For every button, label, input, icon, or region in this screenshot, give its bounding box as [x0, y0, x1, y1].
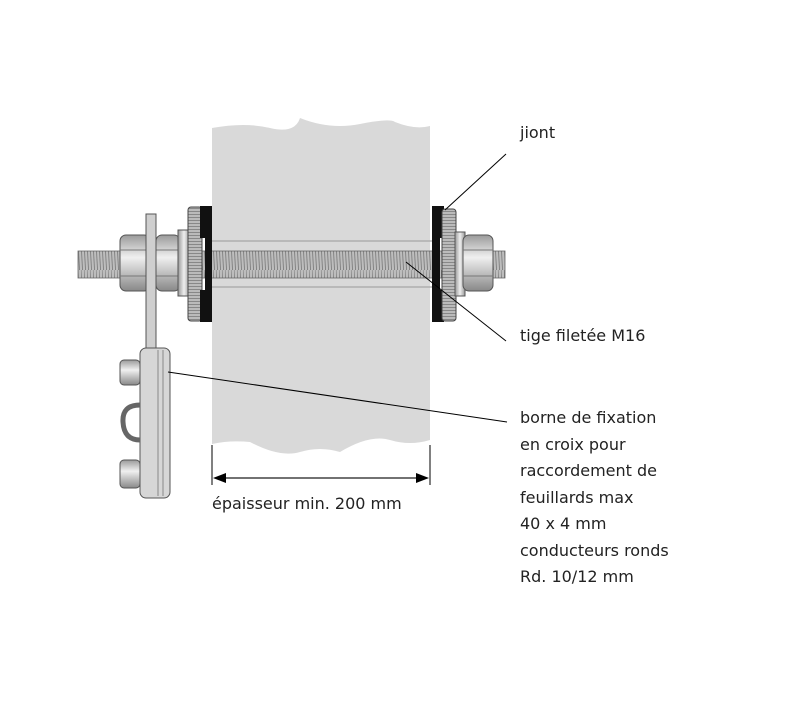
terminal-body [139, 347, 171, 499]
right-seal [432, 206, 444, 322]
dimension-arrow-left [213, 473, 226, 483]
wall [212, 118, 430, 454]
rod-label: tige filetée M16 [520, 326, 646, 345]
left-knurled-ring [187, 206, 203, 322]
terminal-label-line: 40 x 4 mm [520, 514, 607, 533]
thickness-label: épaisseur min. 200 mm [212, 494, 402, 513]
terminal-label-line: feuillards max [520, 487, 634, 507]
left-seal [200, 206, 212, 322]
dimension-arrow-right [416, 473, 429, 483]
terminal-bolt-bottom [119, 459, 141, 489]
right-knurled-ring [441, 208, 457, 322]
leader-rod [405, 261, 507, 342]
right-nut [462, 234, 494, 292]
terminal-label: borne de fixation en croix pour raccorde… [520, 405, 669, 591]
terminal-label-line: en croix pour [520, 434, 626, 454]
terminal-label-line: Rd. 10/12 mm [520, 567, 634, 586]
terminal-bolt-top [119, 359, 141, 386]
terminal-label-line: raccordement de [520, 461, 657, 480]
terminal-label-line: conducteurs ronds [520, 540, 669, 560]
terminal-loop [120, 402, 141, 443]
leader-seal [444, 153, 507, 211]
terminal-label-line: borne de fixation [520, 408, 657, 427]
left-nut-inner [155, 234, 181, 292]
leader-terminal [167, 371, 508, 423]
seal-label: jiont [520, 123, 556, 142]
